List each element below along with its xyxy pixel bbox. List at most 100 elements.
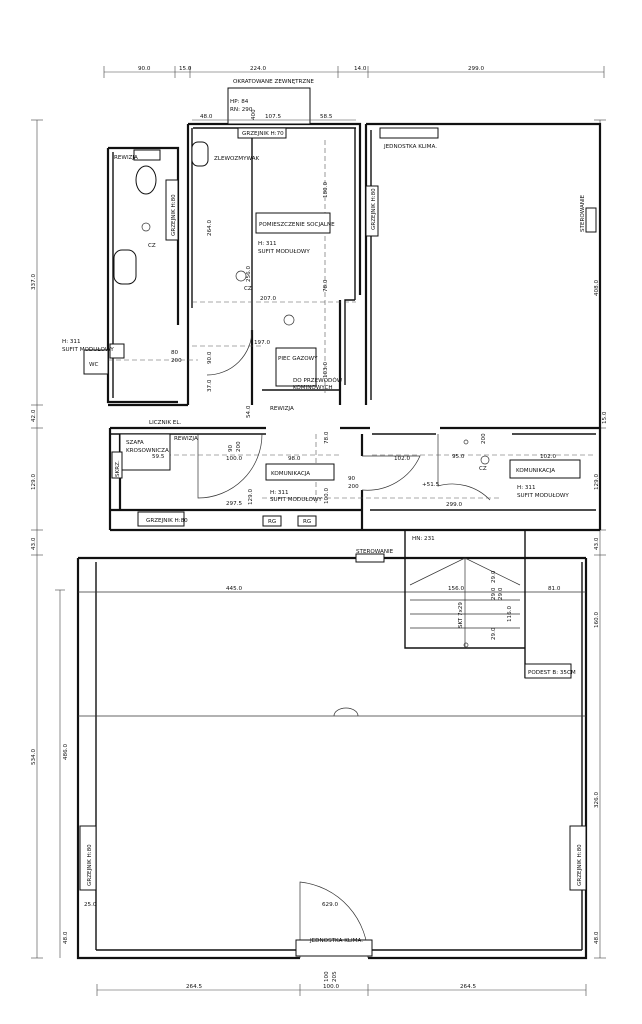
sink-icon (191, 141, 209, 167)
dim-top-5: 299.0 (468, 66, 484, 72)
label-schody: SKT 7x29 (458, 602, 464, 628)
cz-sensor-1 (141, 222, 151, 232)
dim-inner-9: 197.0 (254, 340, 270, 346)
cz-sensor-3 (480, 455, 490, 465)
dim-inner-26: 102.0 (540, 454, 556, 460)
ac-unit-bottom (295, 939, 373, 957)
dim-inner-31: 445.0 (226, 586, 242, 592)
vent-box (109, 343, 125, 359)
dim-right-4: 43.0 (594, 537, 600, 550)
dim-inner-25: 95.0 (452, 454, 465, 460)
label-jednostka-top: JEDNOSTKA KLIMA. (383, 144, 437, 150)
dim-left-1: 337.0 (31, 274, 37, 290)
dim-inner-36: 29.0 (498, 587, 504, 600)
dim-inner-32: 156.0 (448, 586, 464, 592)
dim-inner-16: 90 (228, 444, 234, 452)
label-piec: PIEC GAZOWY (278, 356, 318, 362)
label-licznik: LICZNIK EL. (149, 420, 181, 426)
dim-inner-41: 200 (481, 433, 487, 444)
dim-inner-35: 29.0 (491, 587, 497, 600)
wc-box (83, 349, 109, 375)
label-hp: HP: 84 (230, 99, 249, 105)
radiator-hall-right (569, 825, 587, 891)
label-sufit-h-b: H: 311 (62, 339, 81, 345)
dim-inner-38: 29.0 (491, 627, 497, 640)
dim-right-5: 160.0 (594, 612, 600, 628)
dim-bottom-1: 264.5 (186, 984, 202, 990)
dim-inner-12: 200 (171, 358, 182, 364)
label-grzejnik-h80-2: GRZEJNIK H:80 (371, 188, 377, 230)
toilet-tank (133, 149, 161, 161)
label-sufit-h-c: H: 311 (270, 490, 289, 496)
dim-right-6: 326.0 (594, 792, 600, 808)
dim-inner-7: 207.0 (260, 296, 276, 302)
label-okratowanie: OKRATOWANE ZEWNĘTRZNE (233, 79, 314, 85)
label-sterowanie-2: STEROWANIE (356, 549, 394, 555)
dim-inner-34: 29.0 (491, 570, 497, 583)
dim-left-5: 534.0 (31, 749, 37, 765)
dim-right-3: 129.0 (594, 474, 600, 490)
dim-inner-29: 59.5 (152, 454, 165, 460)
label-sterowanie-1: STEROWANIE (580, 194, 586, 232)
lower-hall-walls (76, 530, 588, 960)
left-dimension-line: 337.0 42.0 129.0 43.0 534.0 486.0 48.0 (31, 119, 69, 959)
label-sufit-mod-b: SUFIT MODUŁOWY (62, 347, 114, 353)
rg-box-2 (297, 515, 317, 527)
box-skrz (111, 451, 123, 479)
label-sufit-h-a: H: 311 (258, 241, 277, 247)
label-do-przewodow: DO PRZEWODÓW (293, 377, 343, 384)
label-cz-3: CZ (479, 466, 487, 472)
dim-inner-37: 116.0 (507, 606, 513, 622)
label-szafa: SZAFA (126, 440, 144, 446)
dim-inner-4: 264.0 (207, 220, 213, 236)
radiator-h70 (237, 127, 287, 139)
corridor-label-box-1 (265, 463, 335, 481)
dim-inner-8: 78.0 (323, 279, 329, 292)
dim-inner-11: 80 (171, 350, 179, 356)
dim-inner-2: 107.5 (265, 114, 281, 120)
dim-right-7: 48.0 (594, 931, 600, 944)
label-cz-1: CZ (148, 243, 156, 249)
plan-labels: OKRATOWANE ZEWNĘTRZNE HP: 84 RN: 290 400… (62, 79, 586, 944)
gas-boiler-box (275, 347, 317, 387)
label-skrzynka: SKRZ. (115, 460, 121, 477)
dim-inner-20: 78.0 (324, 431, 330, 444)
washbasin-icon (113, 249, 137, 285)
dim-right-1: 408.0 (594, 280, 600, 296)
dim-inner-27: 297.5 (226, 501, 242, 507)
social-room-label-box (255, 212, 331, 234)
label-sufit-mod-d: SUFIT MODUŁOWY (517, 493, 569, 499)
radiator-hall-left (79, 825, 97, 891)
dim-top-4: 14.0 (354, 66, 367, 72)
dim-inner-33: 81.0 (548, 586, 561, 592)
dim-inner-13: 90.0 (207, 351, 213, 364)
ac-unit-top (379, 127, 439, 139)
dim-inner-28: 299.0 (446, 502, 462, 508)
top-dimension-line: 90.0 15.0 224.0 14.0 299.0 (103, 66, 605, 78)
sensor-dot (463, 439, 469, 445)
dim-inner-5: 180.0 (323, 182, 329, 198)
dim-inner-1: 48.0 (200, 114, 213, 120)
label-pomieszczenie: POMIESZCZENIE SOCJALNE (259, 222, 335, 228)
label-podest: PODEST B: 35CM (528, 670, 576, 676)
dim-inner-14: 37.0 (207, 379, 213, 392)
label-hp-v: 400 (251, 109, 257, 120)
dim-inner-15: 54.0 (246, 405, 252, 418)
dim-bottom-2: 100.0 (323, 984, 339, 990)
label-krosownicza: KROSOWNICZA (126, 448, 169, 454)
label-rn: RN: 290 (230, 107, 253, 113)
dim-left-2: 42.0 (31, 409, 37, 422)
dim-inner-6: 256.0 (246, 266, 252, 282)
dim-inner-23: 200 (348, 484, 359, 490)
dim-inner-18: 100.0 (226, 456, 242, 462)
label-grzejnik-h80-4: GRZEJNIK H:80 (87, 844, 93, 886)
label-rg-2: RG (303, 519, 311, 525)
dim-inner-40: 25.0 (84, 902, 97, 908)
label-wc: WC (89, 362, 99, 368)
bottom-dimension-line: 264.5 100.0 264.5 100 205 (96, 971, 587, 996)
label-rewizja-2: REWIZJA (270, 406, 294, 412)
dim-top-1: 90.0 (138, 66, 151, 72)
dim-inner-19: 98.0 (288, 456, 301, 462)
dim-inner-17: 200 (236, 441, 242, 452)
patch-cabinet (119, 433, 171, 471)
